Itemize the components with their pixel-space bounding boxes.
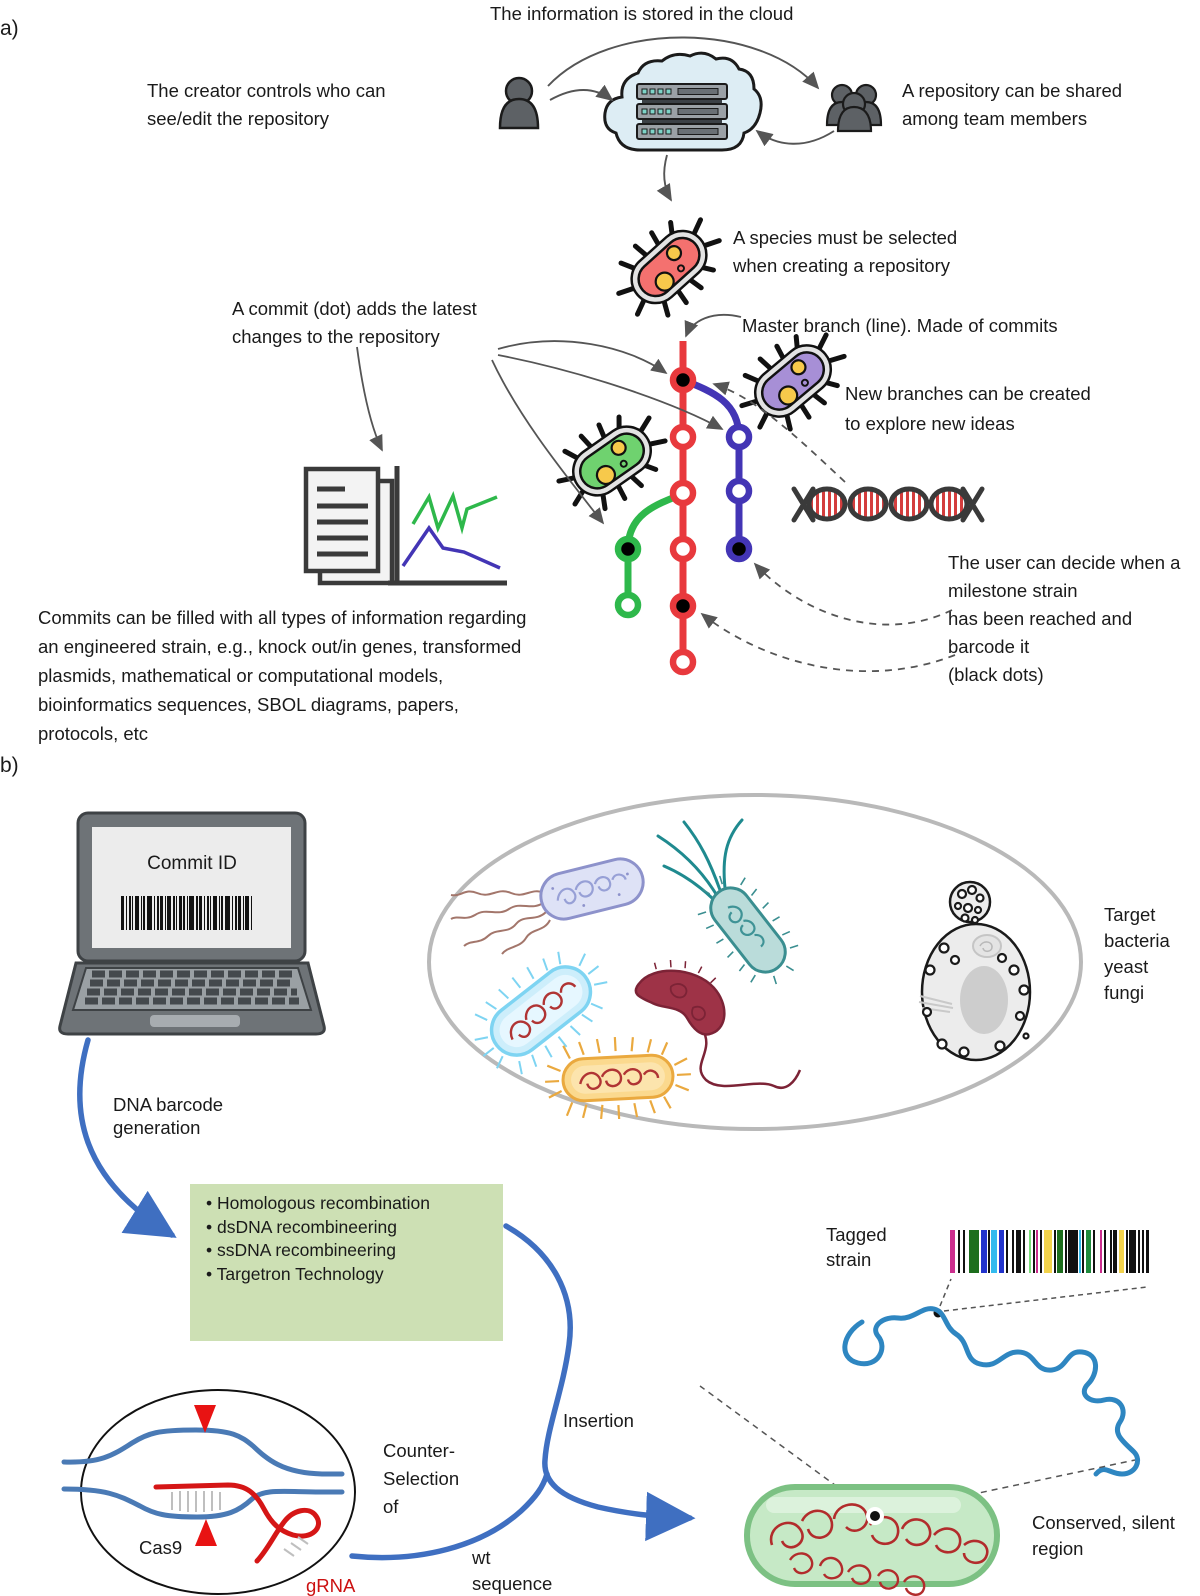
method-item: • Targetron Technology — [206, 1263, 384, 1284]
milestone-dot — [669, 366, 697, 394]
laptop-icon — [58, 811, 326, 1036]
milestone-dot — [669, 592, 697, 620]
commit-dot — [725, 477, 753, 505]
methods-box — [190, 1184, 503, 1341]
commit-note: A commit (dot) adds the latest changes t… — [232, 298, 477, 347]
panel-a-label: a) — [0, 17, 19, 40]
insertion-label: Insertion — [563, 1410, 634, 1431]
commit-dot — [669, 479, 697, 507]
bacterium-cyan-icon — [474, 951, 608, 1075]
branches-note: New branches can be created to explore n… — [845, 383, 1091, 434]
share-note: A repository can be shared among team me… — [902, 80, 1123, 129]
colored-barcode-icon — [933, 1230, 1149, 1318]
genome-squiggle-icon — [842, 1306, 1140, 1477]
workflow-arrows — [77, 1037, 696, 1561]
method-item: • Homologous recombination — [206, 1193, 431, 1213]
dna-barcode-note: DNA barcode generation — [113, 1094, 224, 1138]
repository-branch-graph — [614, 341, 753, 676]
documents-icon — [303, 466, 395, 586]
commit-dot — [614, 591, 642, 619]
species-note: A species must be selected when creating… — [733, 227, 958, 276]
new-branch-line — [681, 376, 743, 549]
method-item: • ssDNA recombineering — [206, 1240, 396, 1260]
microbes-ellipse — [427, 793, 1083, 1131]
cloud-caption: The information is stored in the cloud — [490, 3, 794, 24]
methods-list: • Homologous recombination • dsDNA recom… — [206, 1192, 430, 1286]
target-note: Target bacteria yeast fungi — [1104, 904, 1170, 1003]
yeast-icon — [918, 880, 1032, 1062]
commits-fill-note: Commits can be filled with all types of … — [38, 607, 527, 744]
grna-label: gRNA — [306, 1575, 356, 1596]
milestone-dot — [614, 535, 642, 563]
bacterium-maroon-icon — [634, 959, 802, 1089]
chart-icon — [388, 466, 507, 586]
commit-dot — [669, 535, 697, 563]
arrow-wt-merge — [349, 1471, 550, 1561]
commit-dot — [669, 423, 697, 451]
cas9-complex-icon — [61, 1389, 356, 1595]
bacterium-lavender-icon — [450, 857, 645, 955]
method-item: • dsDNA recombineering — [206, 1216, 397, 1237]
annotation-arrows — [356, 313, 742, 525]
tagged-note: Tagged strain — [826, 1224, 887, 1270]
tagged-bacterium-icon — [744, 1484, 1000, 1596]
milestone-note: The user can decide when a milestone str… — [948, 552, 1181, 685]
master-branch-note: Master branch (line). Made of commits — [742, 315, 1058, 336]
dna-helix-icon — [791, 486, 985, 523]
milestone-dot — [725, 535, 753, 563]
counter-selection-note: Counter- Selection of — [383, 1440, 460, 1517]
conserved-note: Conserved, silent region — [1032, 1512, 1175, 1559]
arrow-insertion — [503, 1223, 696, 1542]
panel-b-label: b) — [0, 754, 19, 777]
commit-dot — [725, 423, 753, 451]
creator-note: The creator controls who can see/edit th… — [147, 80, 386, 129]
laptop-screen-title: Commit ID — [147, 853, 237, 874]
bacterium-icon-red — [603, 202, 736, 332]
cut-site-triangle — [195, 1519, 217, 1546]
commit-dot — [669, 648, 697, 676]
wt-note: wt sequence — [472, 1547, 553, 1594]
cas9-label: Cas9 — [139, 1537, 183, 1558]
cloud-sync-arrows — [547, 36, 835, 202]
bacterium-teal-icon — [656, 818, 799, 985]
cloud-server-icon — [603, 51, 763, 152]
team-icon — [825, 83, 883, 133]
cut-site-triangle — [194, 1405, 216, 1433]
bacterium-yellow-icon — [545, 1037, 691, 1120]
person-icon — [498, 76, 540, 130]
arrow-laptop-to-methods — [77, 1037, 177, 1238]
milestone-dashed-arrows — [700, 381, 956, 673]
